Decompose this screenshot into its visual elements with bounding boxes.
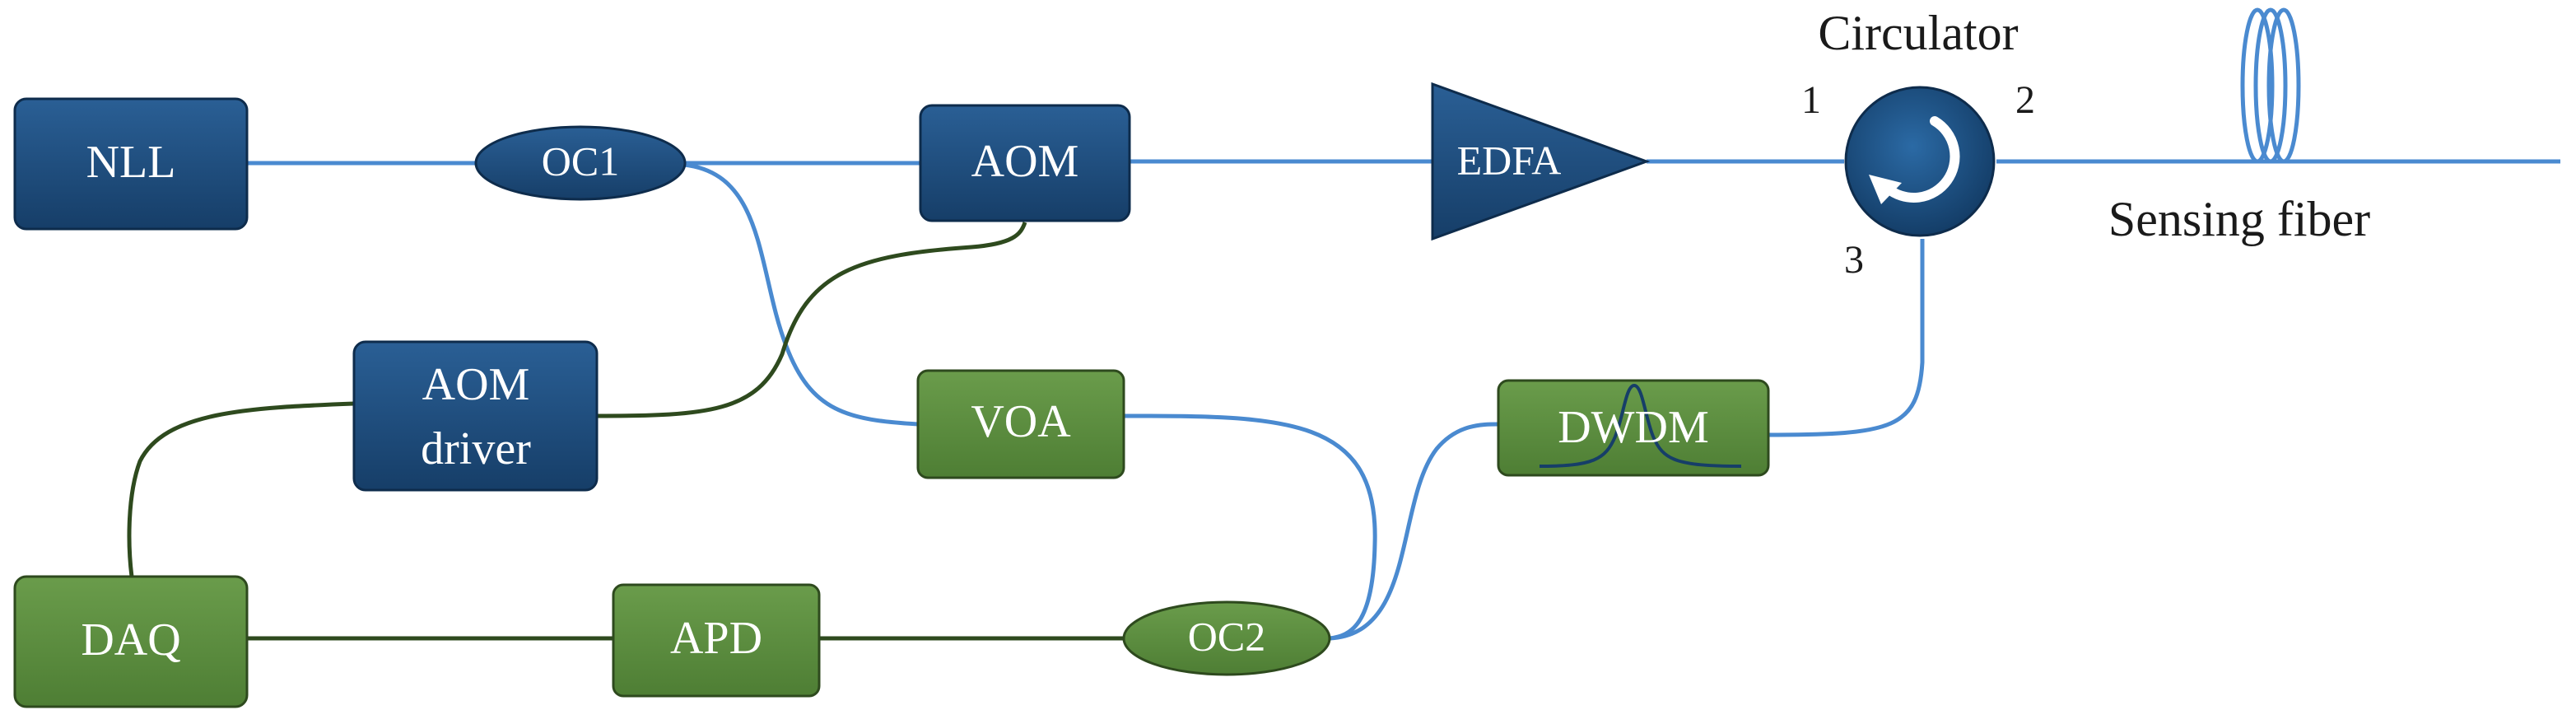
aom-driver-box: AOM driver [352, 340, 599, 492]
dwdm-filter-peak-icon [1539, 383, 1742, 468]
daq-label: DAQ [81, 614, 180, 666]
circulator-rotation-icon [1882, 116, 1960, 203]
voa-label: VOA [971, 396, 1071, 447]
dwdm-label: DWDM [1558, 402, 1709, 453]
circulator-arrowhead-icon [1869, 175, 1902, 204]
aom-driver-label-line2: driver [421, 423, 531, 474]
fiber-coil-icon [2240, 7, 2301, 164]
nll-label: NLL [86, 137, 176, 188]
fiber-oc1-voa [682, 162, 919, 427]
port-3-label: 3 [1844, 238, 1864, 282]
oc2-coupler: OC2 [1122, 600, 1331, 676]
daq-box: DAQ [13, 575, 249, 708]
fiber-dwdm-circulator [1768, 239, 1925, 437]
apd-box: APD [612, 583, 821, 698]
voa-box: VOA [916, 369, 1125, 479]
wire-aom-driver-aom [596, 222, 1027, 418]
edfa-amplifier: EDFA [1431, 82, 1651, 241]
aom-box: AOM [919, 104, 1131, 222]
port-1-label: 1 [1801, 78, 1821, 122]
port-2-label: 2 [2015, 78, 2035, 122]
sensing-fiber-label: Sensing fiber [2108, 192, 2370, 246]
dwdm-box: DWDM [1497, 379, 1770, 477]
oc1-coupler: OC1 [474, 125, 687, 201]
circulator [1844, 86, 1996, 237]
wire-driver-daq [127, 401, 355, 577]
nll-box: NLL [13, 97, 249, 231]
oc1-label: OC1 [542, 138, 619, 184]
oc2-label: OC2 [1188, 613, 1265, 659]
fiber-oc2-dwdm [1329, 422, 1499, 641]
apd-label: APD [670, 613, 762, 664]
circulator-label: Circulator [1818, 6, 2018, 60]
aom-driver-label-line1: AOM [422, 359, 530, 410]
fiber-links [127, 159, 2560, 641]
edfa-label: EDFA [1457, 137, 1562, 183]
aom-label: AOM [971, 136, 1079, 187]
fiber-voa-oc2 [1123, 413, 1377, 641]
